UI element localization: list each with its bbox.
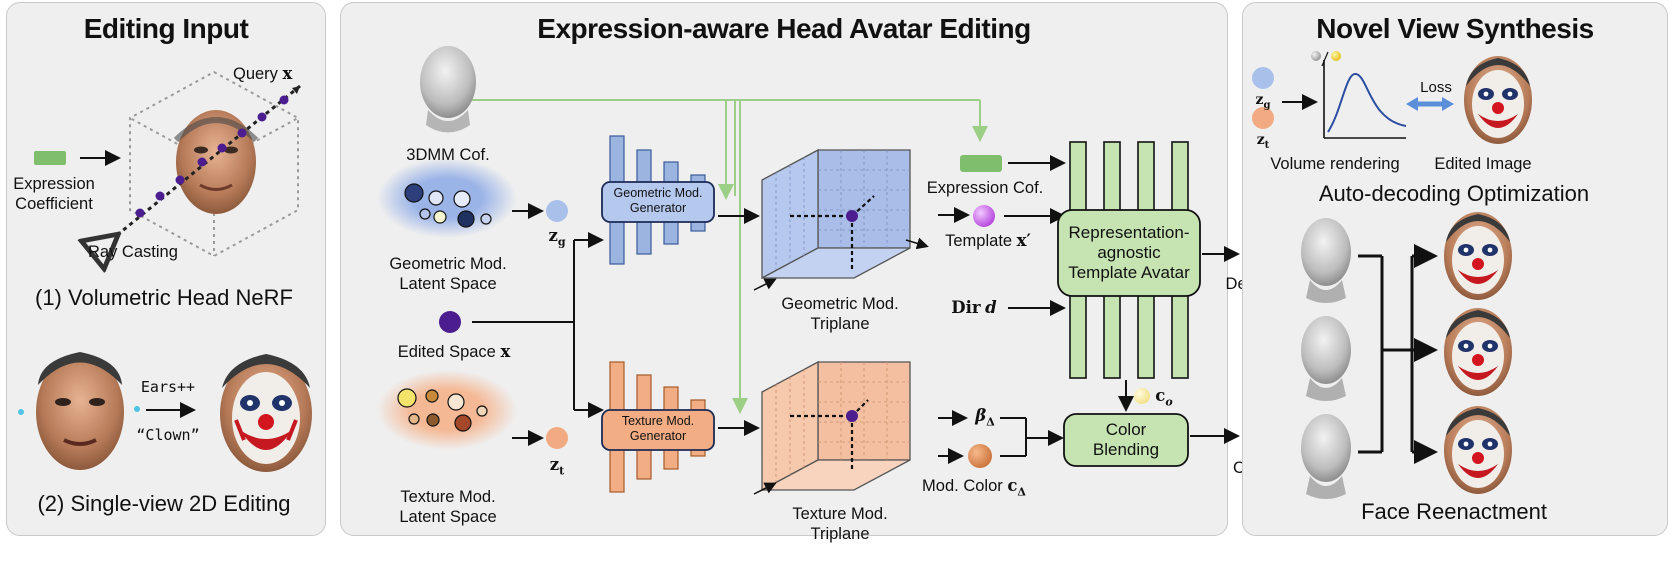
edited-space-label: Edited Space x (397, 342, 511, 361)
avatar-editing-title: Expression-aware Head Avatar Editing (537, 13, 1031, 44)
clown-prompt-label: “Clown” (136, 426, 200, 444)
autodecoding-label: Auto-decoding Optimization (1318, 181, 1590, 206)
edited-space-node (439, 311, 461, 333)
template-point-node (973, 205, 995, 227)
expression-cof-label: Expression Cof. (926, 179, 1044, 197)
nv-z-g-label: zg (1255, 92, 1271, 111)
nv-z-g-node (1252, 67, 1274, 89)
3dmm-head-image (420, 46, 476, 133)
3dmm-cof-label: 3DMM Cof. (406, 146, 490, 164)
reenactment-arrows (1358, 244, 1438, 464)
single-view-editing-label: (2) Single-view 2D Editing (37, 491, 291, 516)
template-label: Template x′ (945, 231, 1031, 250)
texture-latent-space-blob (377, 370, 517, 450)
geometric-generator-label: Geometric Mod.Generator (613, 186, 703, 215)
novel-view-graphics (1252, 51, 1532, 499)
c-o-node (1134, 388, 1150, 404)
expression-coefficient-bar (34, 151, 66, 165)
reenact-source-3 (1301, 414, 1351, 499)
clown-face-image (220, 354, 312, 472)
expression-cof-bar (960, 155, 1002, 172)
reenact-result-1 (1444, 212, 1512, 300)
edited-image (1464, 56, 1532, 144)
reenact-source-1 (1301, 218, 1351, 303)
ray-sample-points (135, 95, 289, 218)
mod-color-label: Mod. Color cΔ (922, 476, 1026, 499)
reenact-source-2 (1301, 316, 1351, 401)
novel-view-title: Novel View Synthesis (1316, 13, 1594, 44)
editing-input-graphics (18, 70, 312, 472)
c-o-label: co (1155, 386, 1173, 409)
z-t-node (546, 427, 568, 449)
texture-generator-box (601, 409, 715, 451)
loss-label: Loss (1420, 79, 1452, 96)
geometric-generator-box (601, 181, 715, 223)
reenact-result-3 (1444, 406, 1512, 494)
geometric-latent-space-label: Geometric Mod.Latent Space (389, 255, 507, 293)
ray-casting-label: Ray Casting (88, 243, 178, 261)
beta-delta-label: βΔ (975, 406, 995, 429)
avatar-editing-graphics (377, 46, 1240, 495)
ears-tool-label: Ears++ (140, 378, 196, 396)
texture-triplane (761, 360, 911, 492)
expression-control-lines (472, 99, 988, 414)
z-g-node (546, 200, 568, 222)
edited-image-label: Edited Image (1434, 155, 1532, 173)
geometric-triplane (761, 148, 911, 280)
texture-latent-space-label: Texture Mod.Latent Space (399, 488, 497, 526)
nv-z-t-label: zt (1256, 132, 1270, 151)
template-avatar-box (1057, 209, 1201, 297)
z-t-label: zt (549, 455, 565, 478)
loss-arrow (1406, 97, 1454, 111)
z-g-label: zg (548, 226, 566, 249)
geometric-triplane-label: Geometric Mod.Triplane (781, 295, 899, 333)
reenact-result-2 (1444, 308, 1512, 396)
volume-rendering-plot (1311, 51, 1407, 139)
query-label: Query x (233, 64, 293, 83)
expression-coefficient-label: Expression Coefficient (13, 175, 95, 213)
color-blending-box (1063, 413, 1189, 467)
nerf-head-image (173, 110, 259, 214)
volumetric-nerf-label: (1) Volumetric Head NeRF (35, 285, 293, 310)
nv-z-t-node (1252, 107, 1274, 129)
mod-color-node (968, 444, 992, 468)
geometric-latent-space-blob (377, 158, 517, 238)
texture-triplane-label: Texture Mod.Triplane (792, 505, 888, 543)
direction-label: Dir d (951, 298, 997, 317)
editing-input-title: Editing Input (83, 13, 249, 44)
face-reenactment-label: Face Reenactment (1361, 499, 1547, 524)
texture-generator-label: Texture Mod.Generator (621, 414, 695, 443)
volume-rendering-label: Volume rendering (1270, 155, 1400, 173)
source-face-image (18, 352, 140, 470)
